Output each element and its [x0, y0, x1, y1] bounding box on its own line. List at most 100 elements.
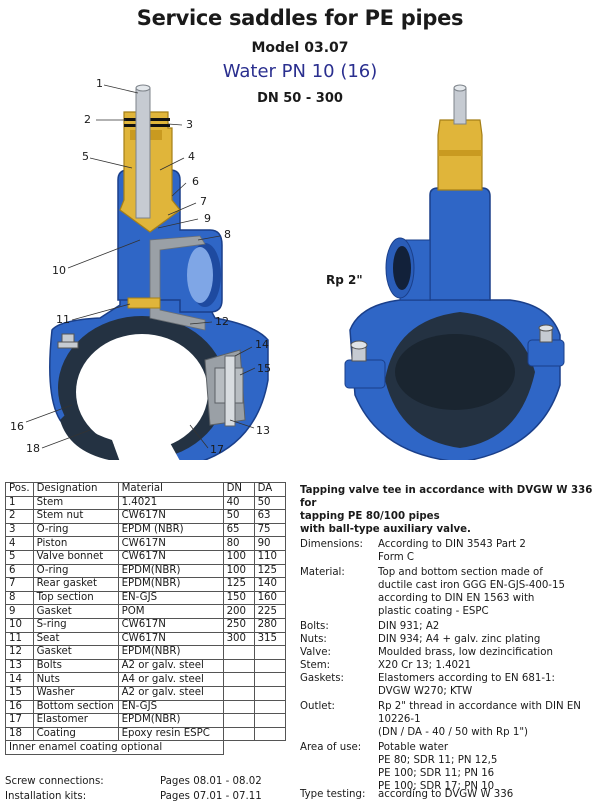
cell-dn: 100: [222, 549, 255, 565]
references: Screw connections:Pages 08.01 - 08.02 In…: [5, 774, 305, 804]
cell-pos: 17: [5, 713, 34, 728]
spec-row: (DN / DA - 40 / 50 with Rp 1"): [300, 726, 596, 739]
callout-10: 10: [52, 264, 66, 277]
cell-designation: Gasket: [32, 645, 119, 660]
cell-designation: O-ring: [32, 563, 119, 579]
cell-pos: 1: [5, 495, 34, 511]
cell-pos: 15: [5, 685, 34, 701]
callout-5: 5: [82, 150, 89, 163]
spec-value: DVGW W270; KTW: [378, 686, 473, 697]
callout-14: 14: [255, 338, 269, 351]
cell-designation: Washer: [32, 685, 119, 701]
spec-value: PE 80; SDR 11; PN 12,5: [378, 755, 498, 766]
spec-value: Rp 2" thread in accordance with DIN EN 1…: [378, 701, 581, 725]
spec-label: Material:: [300, 567, 345, 578]
cell-material: A2 or galv. steel: [117, 685, 224, 701]
spec-value: X20 Cr 13; 1.4021: [378, 660, 472, 671]
spec-label: Dimensions:: [300, 539, 363, 550]
cell-designation: Bolts: [32, 658, 119, 674]
callout-15: 15: [257, 362, 271, 375]
cell-dn: 250: [222, 617, 255, 633]
cell-da: 125: [253, 563, 286, 579]
col-header-pos: Pos.: [5, 482, 34, 497]
cell-pos: 12: [5, 645, 34, 660]
spec-row: Bolts:DIN 931; A2: [300, 620, 596, 633]
cell-da: 280: [253, 617, 286, 633]
cell-designation: Rear gasket: [32, 577, 119, 592]
cell-dn: 150: [222, 590, 255, 606]
cell-dn: [222, 645, 255, 660]
table-note: Inner enamel coating optional: [5, 740, 224, 755]
spec-value: ductile cast iron GGG EN-GJS-400-15: [378, 580, 565, 591]
spec-row: Area of use:Potable water: [300, 741, 596, 754]
spec-value: Form C: [378, 552, 415, 563]
spec-value: (DN / DA - 40 / 50 with Rp 1"): [378, 727, 528, 738]
reference-screw-connections: Screw connections:Pages 08.01 - 08.02: [5, 776, 262, 787]
pressure-rating: Water PN 10 (16): [222, 61, 378, 82]
col-header-dn: DN: [222, 482, 255, 497]
spec-value: Elastomers according to EN 681-1:: [378, 673, 555, 684]
spec-row: plastic coating - ESPC: [300, 605, 596, 618]
spec-value: Potable water: [378, 742, 449, 753]
spec-row: PE 100; SDR 17; PN 10: [300, 780, 596, 793]
cell-dn: [222, 726, 255, 742]
model-number: Model 03.07: [251, 40, 349, 56]
callout-12: 12: [215, 315, 229, 328]
spec-row: PE 100; SDR 11; PN 16: [300, 767, 596, 780]
spec-value: DIN 934; A4 + galv. zinc plating: [378, 634, 541, 645]
callout-1: 1: [96, 77, 103, 90]
cell-dn: 300: [222, 631, 255, 647]
cell-da: 110: [253, 549, 286, 565]
sectional-view-drawing: [25, 84, 269, 460]
cell-pos: 6: [5, 563, 34, 579]
callout-3: 3: [186, 118, 193, 131]
cell-dn: 125: [222, 577, 255, 592]
spec-label: Stem:: [300, 660, 331, 671]
cell-material: CW617N: [117, 509, 224, 524]
cell-da: 50: [253, 495, 286, 511]
spec-label: Nuts:: [300, 634, 327, 645]
spec-row: PE 80; SDR 11; PN 12,5: [300, 754, 596, 767]
cell-dn: [222, 713, 255, 728]
spec-value: according to DIN EN 1563 with: [378, 593, 535, 604]
spec-row: Nuts: DIN 934; A4 + galv. zinc plating: [300, 633, 596, 646]
cell-da: 63: [253, 509, 286, 524]
spec-value: plastic coating - ESPC: [378, 606, 489, 617]
cell-da: 90: [253, 536, 286, 551]
cell-dn: [222, 658, 255, 674]
table-header-row: Pos. Designation Material DN DA: [5, 482, 286, 497]
spec-row: Material:Top and bottom section made of: [300, 566, 596, 579]
cell-dn: [222, 672, 255, 687]
cell-dn: [222, 685, 255, 701]
cell-designation: Gasket: [32, 604, 119, 619]
cell-dn: 40: [222, 495, 255, 511]
cell-da: 160: [253, 590, 286, 606]
cell-dn: 65: [222, 522, 255, 538]
spec-row: Outlet:Rp 2" thread in accordance with D…: [300, 700, 596, 726]
cell-material: EN-GJS: [117, 590, 224, 606]
page-title: Service saddles for PE pipes: [136, 6, 464, 30]
callout-4: 4: [188, 150, 195, 163]
cell-material: EPDM(NBR): [117, 713, 224, 728]
cell-da: 225: [253, 604, 286, 619]
callout-6: 6: [192, 175, 199, 188]
cell-pos: 11: [5, 631, 34, 647]
spec-value: Moulded brass, low dezincification: [378, 647, 553, 658]
cell-material: CW617N: [117, 617, 224, 633]
cell-material: CW617N: [117, 631, 224, 647]
spec-label: Bolts:: [300, 621, 329, 632]
cell-dn: 80: [222, 536, 255, 551]
col-header-da: DA: [253, 482, 286, 497]
nominal-diameter-range: DN 50 - 300: [257, 91, 343, 106]
spec-value: PE 100; SDR 17; PN 10: [378, 781, 495, 792]
